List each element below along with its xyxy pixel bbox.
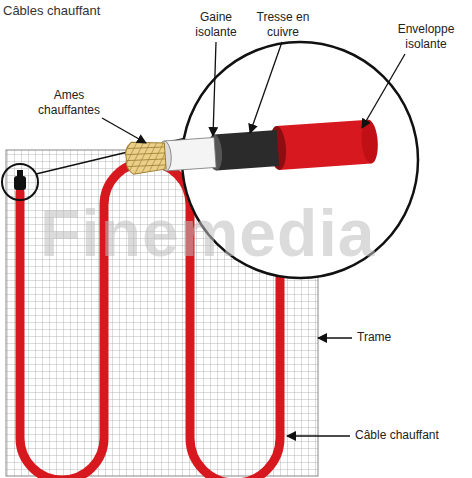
- copper-braid: [214, 130, 279, 170]
- leader-line: [362, 54, 405, 128]
- leader-line: [213, 42, 216, 136]
- leader-line: [318, 337, 352, 338]
- part-label: Trame: [357, 330, 391, 345]
- cable-end: [17, 170, 23, 177]
- zoom-circle: [2, 164, 38, 200]
- part-label: Tresse en cuivre: [252, 10, 314, 40]
- part-label: Gaine isolante: [184, 10, 248, 40]
- leader-line: [287, 435, 350, 436]
- insulating-sheath: [164, 137, 216, 170]
- leader-line: [250, 42, 282, 133]
- diagram-title: Câbles chauffant: [3, 3, 100, 18]
- outer-envelope: [276, 120, 371, 170]
- leader-line: [102, 118, 146, 143]
- part-label: Câble chauffant: [355, 428, 439, 443]
- cable-end: [14, 176, 26, 190]
- heating-strands: [125, 140, 167, 175]
- zoom-line: [36, 138, 186, 174]
- part-label: Ames chauffantes: [30, 88, 108, 118]
- watermark: Finemedia: [40, 198, 375, 268]
- part-label: Enveloppe isolante: [384, 22, 468, 52]
